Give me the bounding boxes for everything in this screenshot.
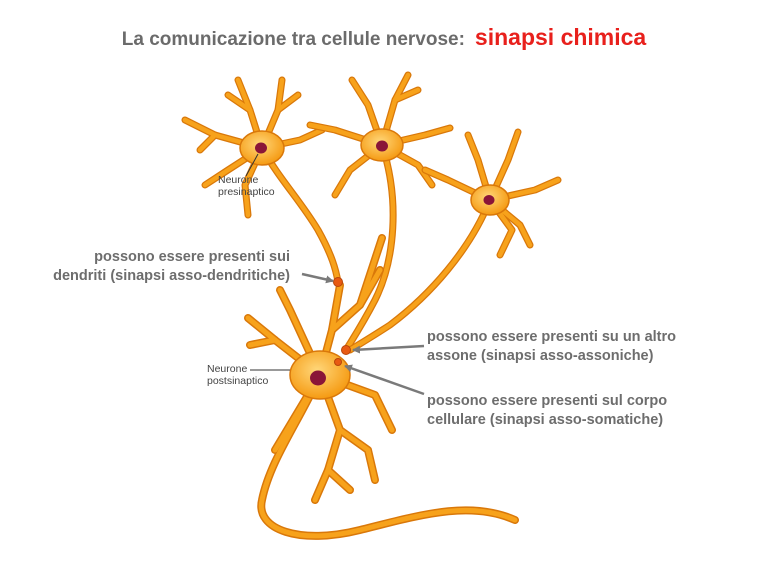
- annotation-dendritic-line1: possono essere presenti sui: [94, 249, 290, 265]
- presynaptic-neuron-3: [346, 128, 562, 354]
- synapse-axonic-terminal: [341, 345, 351, 355]
- annotation-somatic: possono essere presenti sul corpo cellul…: [427, 392, 667, 430]
- annotation-axonic-line2: assone (sinapsi asso-assoniche): [427, 348, 654, 364]
- title-accent: sinapsi chimica: [474, 24, 647, 50]
- nucleus-1: [255, 142, 267, 154]
- synapse-somatic-terminal: [334, 358, 342, 366]
- synapse-dendritic-terminal: [333, 277, 343, 287]
- annotation-axonic-line1: possono essere presenti su un altro: [427, 329, 676, 345]
- annotation-dendritic: possono essere presenti sui dendriti (si…: [53, 248, 290, 286]
- presynaptic-label-line2: presinaptico: [218, 186, 275, 198]
- presynaptic-label: Neurone presinaptico: [218, 174, 275, 198]
- presynaptic-leader-line: [245, 153, 259, 177]
- nucleus-2: [376, 140, 388, 152]
- annotation-dendritic-line2: dendriti (sinapsi asso-dendritiche): [53, 268, 290, 284]
- arrow-dendritic: [301, 272, 334, 284]
- arrow-axonic: [352, 344, 425, 354]
- arrow-somatic: [344, 364, 425, 396]
- annotation-somatic-line2: cellulare (sinapsi asso-somatiche): [427, 412, 664, 428]
- nucleus-3: [483, 195, 495, 205]
- presynaptic-neuron-2: [306, 71, 454, 354]
- postsynaptic-label-line1: Neurone: [207, 363, 248, 375]
- postsynaptic-label-line2: postsinaptico: [207, 375, 269, 387]
- page-title: La comunicazione tra cellule nervose: sin…: [0, 24, 768, 51]
- presynaptic-neuron-1: [181, 76, 342, 286]
- postsynaptic-label: Neurone postsinaptico: [207, 363, 268, 387]
- title-main: La comunicazione tra cellule nervose:: [121, 29, 465, 50]
- annotation-somatic-line1: possono essere presenti sul corpo: [427, 393, 668, 409]
- nucleus-post: [310, 370, 326, 386]
- annotation-axonic: possono essere presenti su un altro asso…: [427, 328, 676, 366]
- presynaptic-label-line1: Neurone: [218, 174, 259, 186]
- postsynaptic-neuron: [244, 234, 519, 540]
